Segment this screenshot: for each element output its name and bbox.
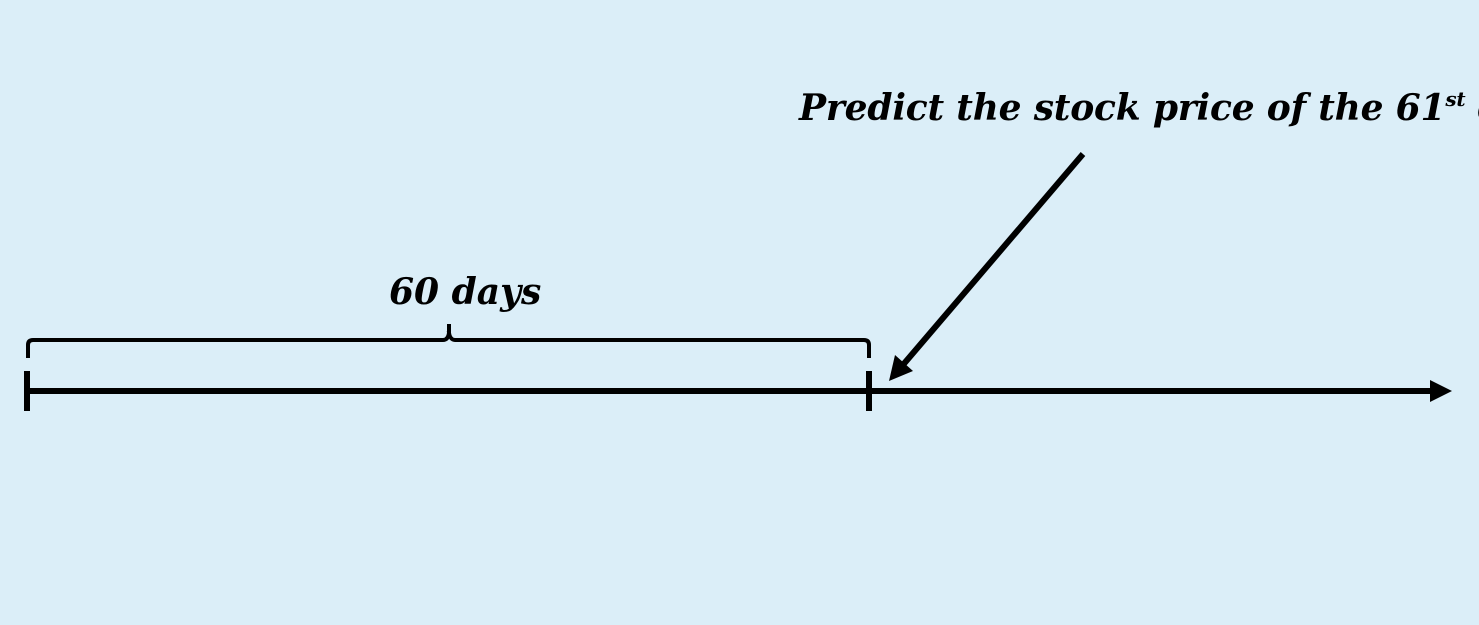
timeline-arrowhead bbox=[1430, 380, 1452, 402]
prediction-annotation: Predict the stock price of the 61st day bbox=[799, 87, 1479, 129]
prediction-annotation-superscript: st bbox=[1445, 87, 1466, 111]
sixty-days-brace bbox=[26, 324, 871, 358]
prediction-arrow-head bbox=[889, 355, 913, 381]
prediction-annotation-prefix: Predict the stock price of the 61 bbox=[799, 87, 1446, 129]
sixty-days-label: 60 days bbox=[389, 271, 542, 313]
prediction-annotation-suffix: day bbox=[1465, 87, 1479, 129]
prediction-arrow-shaft bbox=[899, 152, 1086, 368]
